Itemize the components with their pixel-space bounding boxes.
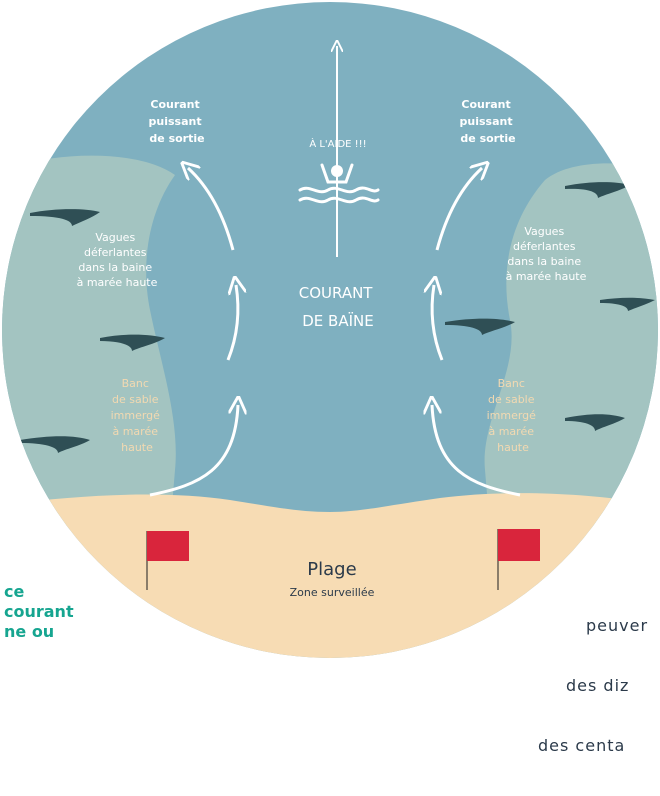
- left-waves-label-line: déferlantes: [84, 246, 147, 259]
- left-rip-label-line: Courant: [150, 98, 199, 111]
- left-waves-label-line: Vagues: [95, 231, 135, 244]
- right-waves-label-line: déferlantes: [513, 240, 576, 253]
- center-label-line: COURANT: [299, 284, 374, 302]
- current-arrow: [226, 285, 238, 361]
- left-waves-label: Vagues déferlantes dans la baine à marée…: [77, 231, 158, 289]
- swimmer-icon: [298, 163, 380, 204]
- background-text-line: courant: [4, 602, 74, 621]
- current-arrow: [432, 405, 521, 497]
- background-text-line: ce: [4, 582, 25, 601]
- wave-mark: [600, 297, 655, 311]
- left-sandbank-label-line: à marée: [112, 425, 158, 438]
- left-sandbank-label-line: Banc: [122, 377, 149, 390]
- right-rip-label-line: de sortie: [460, 132, 515, 145]
- rip-current-diagram: Courant puissant de sortie Courant puiss…: [2, 2, 658, 658]
- red-flag-right-icon: [497, 529, 540, 590]
- left-rip-label-line: puissant: [149, 115, 202, 128]
- right-waves-label: Vagues déferlantes dans la baine à marée…: [506, 225, 587, 283]
- right-rip-label: Courant puissant de sortie: [460, 98, 517, 145]
- background-text-line: ne ou: [4, 622, 55, 641]
- left-sandbank-label-line: immergé: [111, 409, 161, 422]
- right-rip-label-line: puissant: [460, 115, 513, 128]
- red-flag-left-icon: [146, 531, 189, 590]
- current-arrow: [149, 405, 238, 497]
- left-rip-label-line: de sortie: [149, 132, 204, 145]
- beach-title: Plage: [307, 559, 356, 580]
- left-sandbank-label: Banc de sable immergé à marée haute: [111, 377, 164, 454]
- left-waves-label-line: à marée haute: [77, 276, 158, 289]
- left-sandbank-label-line: de sable: [112, 393, 159, 406]
- left-sandbank: [2, 155, 176, 530]
- background-text-left: ce courant ne ou: [0, 582, 74, 642]
- wave-mark: [445, 318, 515, 335]
- right-sandbank: [484, 163, 658, 530]
- right-waves-label-line: à marée haute: [506, 270, 587, 283]
- wave-mark: [565, 414, 625, 431]
- background-text-line: peuver: [586, 616, 649, 635]
- wave-mark: [20, 436, 90, 453]
- wave-mark: [30, 209, 100, 226]
- left-rip-label: Courant puissant de sortie: [149, 98, 206, 145]
- current-arrow: [188, 168, 235, 251]
- left-waves-label-line: dans la baine: [78, 261, 152, 274]
- right-waves-label-line: Vagues: [524, 225, 564, 238]
- right-sandbank-label-line: haute: [497, 441, 529, 454]
- center-label-line: DE BAÏNE: [302, 311, 373, 330]
- help-label: À L'AIDE !!!: [309, 137, 366, 150]
- current-arrow: [435, 168, 482, 251]
- right-sandbank-label-line: de sable: [488, 393, 535, 406]
- current-arrow: [432, 285, 444, 361]
- right-rip-label-line: Courant: [461, 98, 510, 111]
- background-text-line: des centa: [538, 736, 626, 755]
- right-waves-label-line: dans la baine: [507, 255, 581, 268]
- center-label: COURANT DE BAÏNE: [299, 284, 378, 330]
- left-sandbank-label-line: haute: [121, 441, 153, 454]
- right-sandbank-label-line: immergé: [487, 409, 537, 422]
- wave-mark: [565, 182, 630, 198]
- right-sandbank-label: Banc de sable immergé à marée haute: [487, 377, 540, 454]
- page: ce courant ne ou peuver des diz des cent…: [0, 2, 658, 755]
- background-text-line: des diz: [566, 676, 630, 695]
- right-sandbank-label-line: Banc: [498, 377, 525, 390]
- wave-mark: [100, 334, 165, 351]
- right-sandbank-label-line: à marée: [488, 425, 534, 438]
- beach-subtitle: Zone surveillée: [290, 586, 375, 599]
